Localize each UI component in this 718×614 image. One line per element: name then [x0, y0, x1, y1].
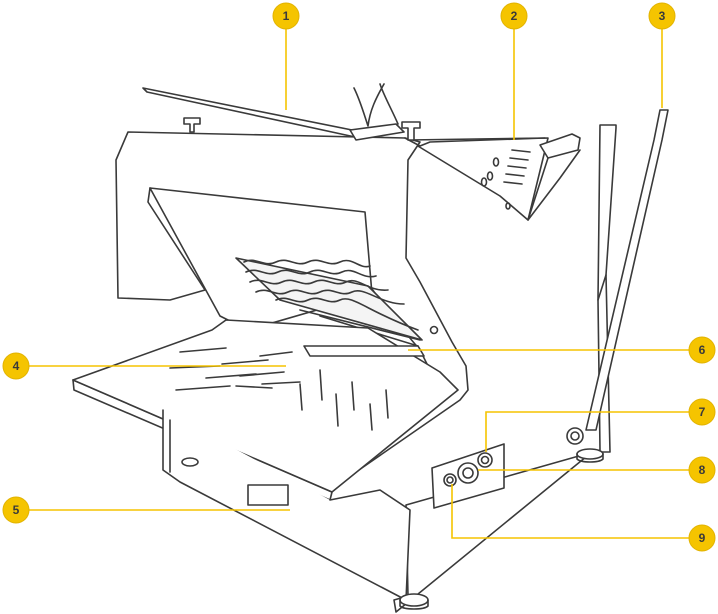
callout-badge-1: 1	[272, 2, 300, 30]
callout-leaders	[28, 28, 690, 539]
callout-badge-2: 2	[500, 2, 528, 30]
feed-chute-shape	[407, 133, 581, 221]
callout-number-9: 9	[699, 531, 706, 545]
callout-badge-8: 8	[688, 456, 716, 484]
callout-circle-2	[500, 2, 528, 30]
callout-badge-6: 6	[688, 336, 716, 364]
callout-circle-7	[688, 398, 716, 426]
callout-number-3: 3	[659, 9, 666, 23]
leader-7	[485, 411, 690, 452]
callout-badge-4: 4	[2, 352, 30, 380]
callout-badge-5: 5	[2, 496, 30, 524]
top-knobs-shape	[183, 83, 421, 141]
callout-circle-4	[2, 352, 30, 380]
callout-circle-9	[688, 524, 716, 552]
panel-holes-shape	[429, 157, 511, 335]
blade-array-shape	[235, 257, 423, 347]
callout-number-8: 8	[699, 463, 706, 477]
control-panel-shape	[431, 443, 505, 509]
callout-number-4: 4	[13, 359, 20, 373]
callout-badge-9: 9	[688, 524, 716, 552]
callout-number-1: 1	[283, 9, 290, 23]
callout-circle-3	[648, 2, 676, 30]
callout-badge-3: 3	[648, 2, 676, 30]
callout-number-6: 6	[699, 343, 706, 357]
callout-number-5: 5	[13, 503, 20, 517]
callout-circle-8	[688, 456, 716, 484]
callout-circle-1	[272, 2, 300, 30]
feet-shape	[181, 448, 604, 610]
callout-badge-7: 7	[688, 398, 716, 426]
leader-9	[451, 484, 690, 539]
callout-circle-6	[688, 336, 716, 364]
operating-lever-shape	[566, 109, 669, 445]
top-lid-shape	[142, 87, 356, 138]
callout-circle-5	[2, 496, 30, 524]
callout-number-2: 2	[511, 9, 518, 23]
callout-number-7: 7	[699, 405, 706, 419]
bread-slicer-machine	[72, 83, 669, 613]
callout-badges: 1 2 3 4 5 6 7 8 9	[2, 2, 716, 552]
blade-frame-shape	[303, 345, 425, 357]
